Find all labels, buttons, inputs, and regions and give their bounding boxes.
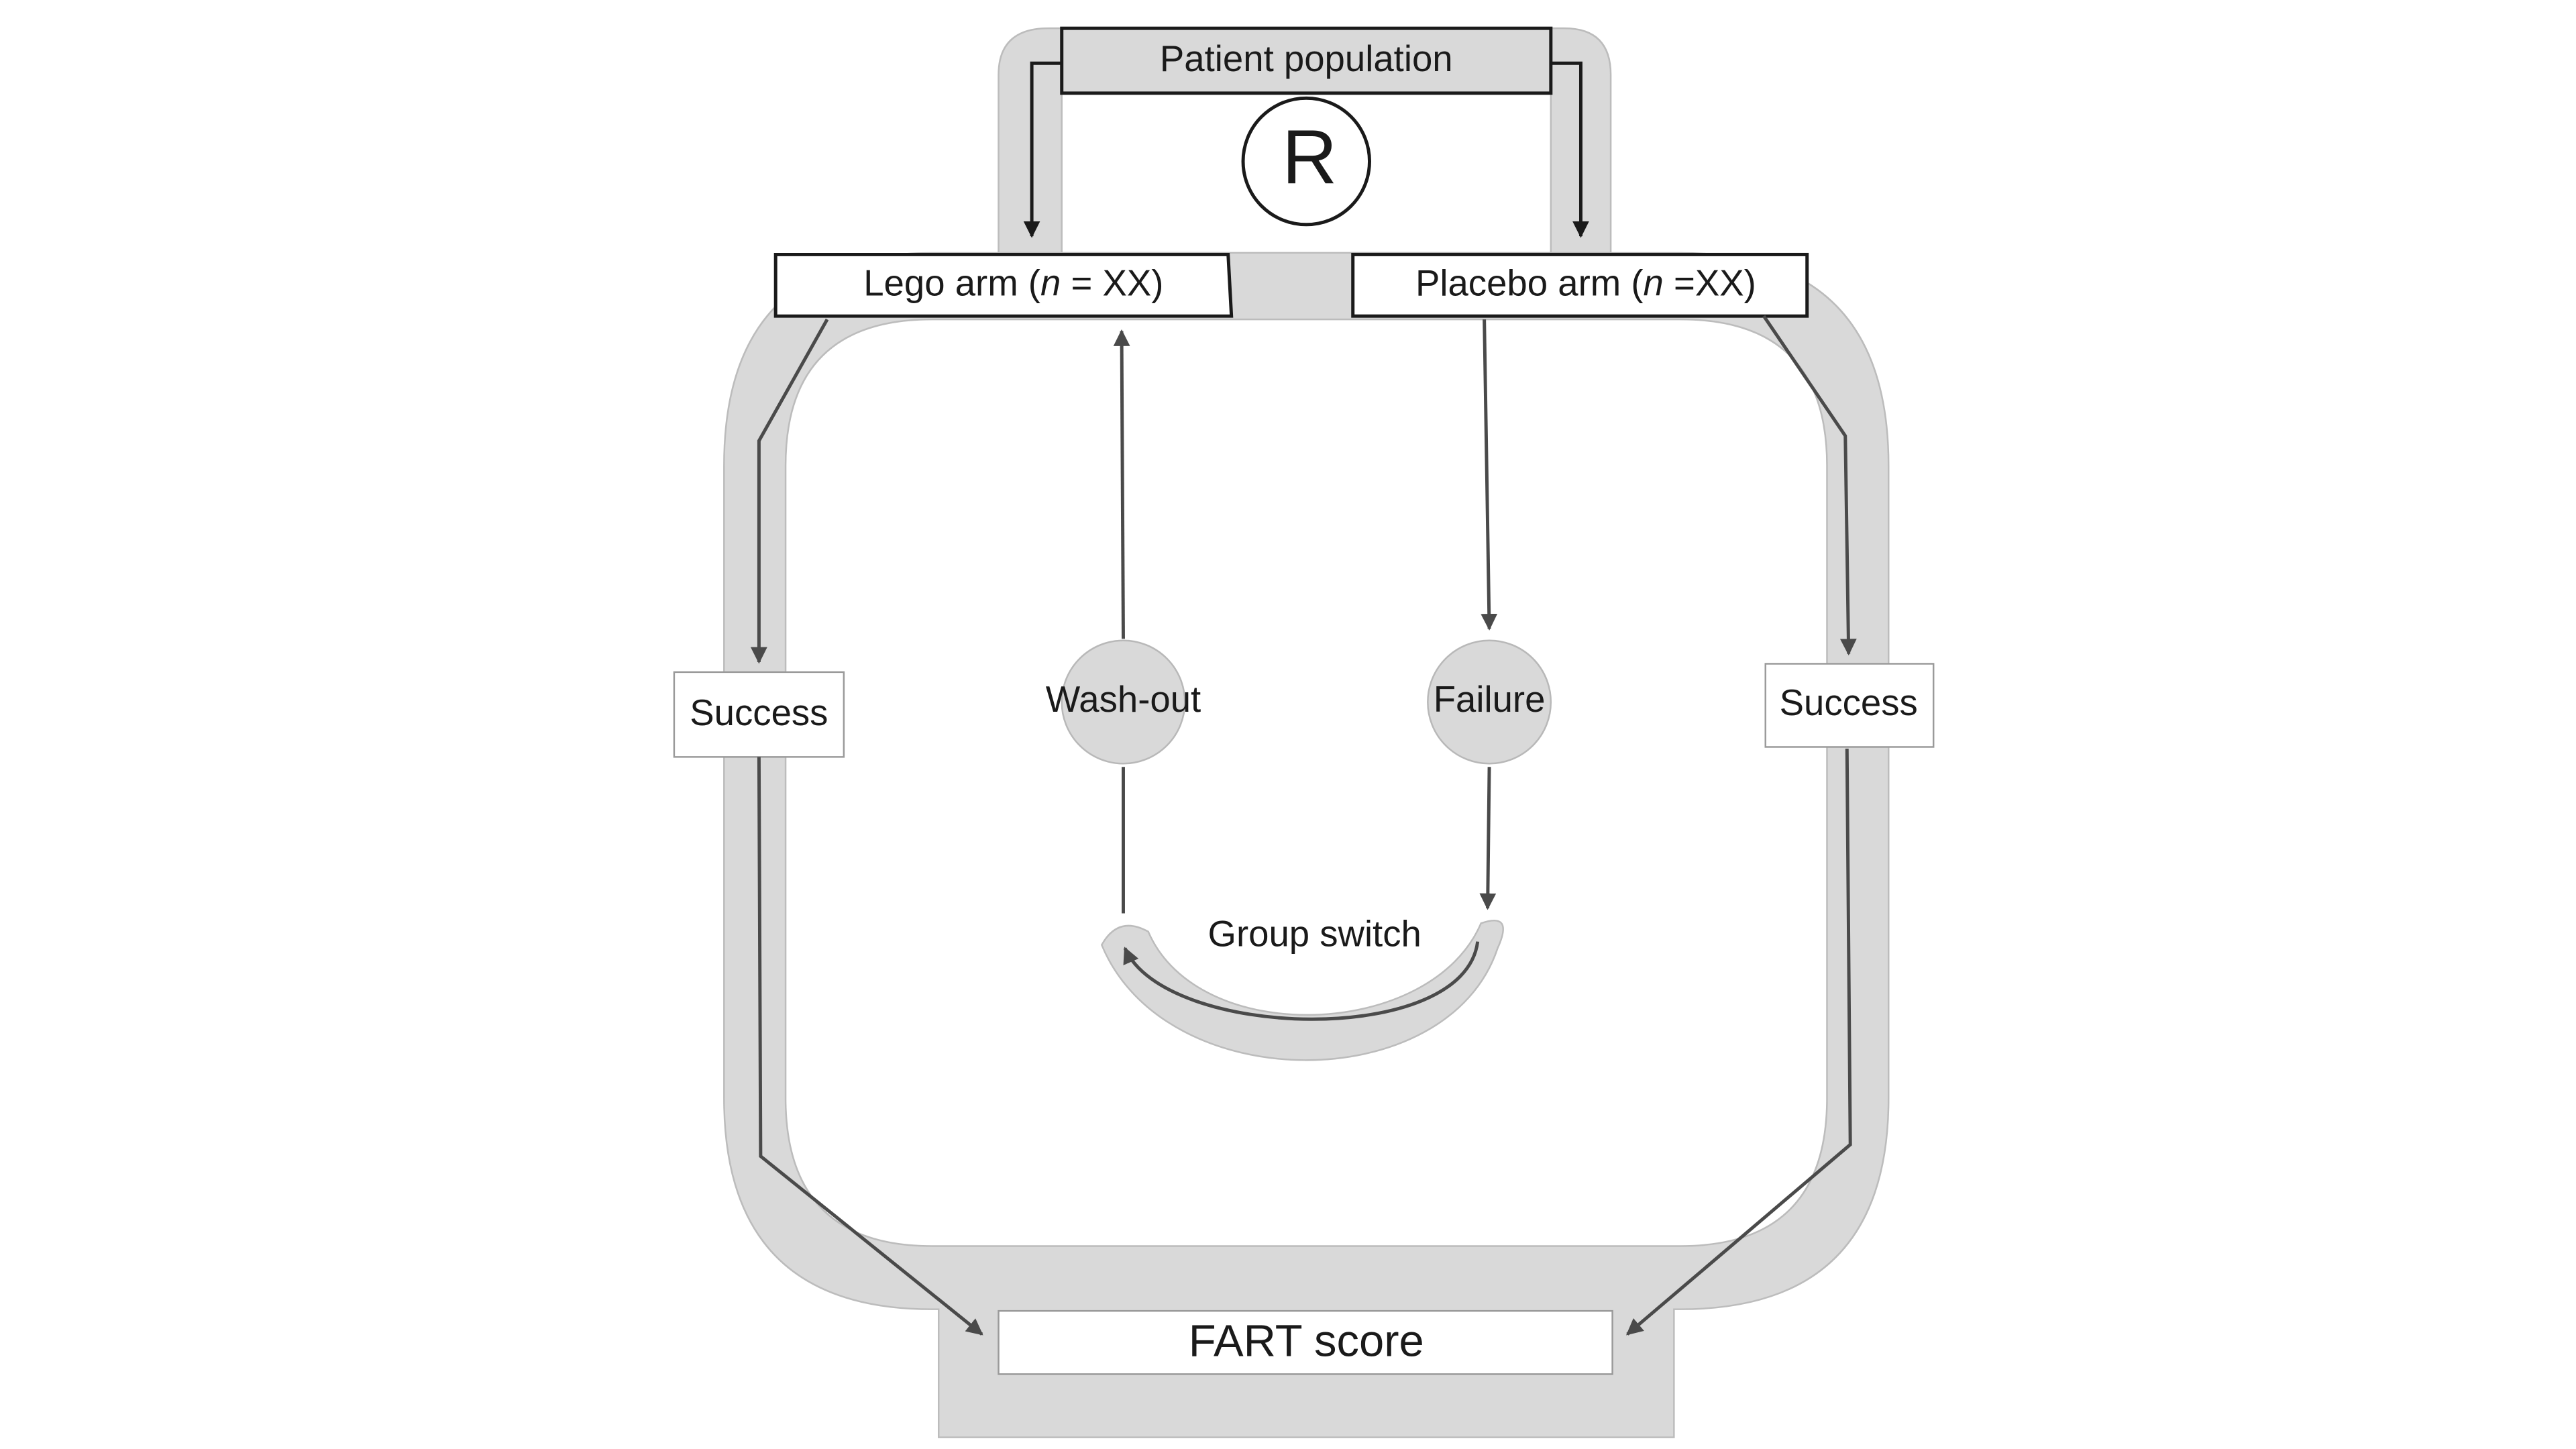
success-right-label: Success xyxy=(1780,682,1918,723)
placebo-arm-box xyxy=(1351,252,1809,318)
washout-label: Wash-out xyxy=(1046,679,1201,720)
placebo-arm-label-prefix: Placebo arm ( xyxy=(1415,263,1644,304)
group-switch-band xyxy=(1100,920,1504,1061)
group-switch-label: Group switch xyxy=(1208,914,1421,955)
arrow-lego-to-success xyxy=(750,318,829,664)
failure-node xyxy=(1427,639,1552,765)
arrow-to-placebo-arm xyxy=(1550,61,1589,238)
success-right-box xyxy=(1764,663,1935,748)
arrow-washout-to-lego-arm xyxy=(1113,329,1130,639)
randomization-circle xyxy=(1241,96,1371,227)
arrow-success-right-to-fart xyxy=(1626,748,1852,1336)
arrow-placebo-to-success xyxy=(1762,315,1857,656)
washout-node xyxy=(1061,639,1186,765)
arrow-success-left-to-fart xyxy=(757,757,983,1336)
success-left-box xyxy=(673,671,845,758)
arrow-placebo-to-failure xyxy=(1481,319,1498,631)
randomization-label: R xyxy=(1282,115,1337,200)
fart-score-label: FART score xyxy=(1189,1316,1424,1366)
lego-arm-box xyxy=(773,252,1234,318)
placebo-arm-label-n: n xyxy=(1644,263,1664,304)
placebo-arm-label-suffix: =XX) xyxy=(1664,263,1756,304)
success-left-label: Success xyxy=(690,692,828,733)
arrow-failure-to-group-switch xyxy=(1479,767,1497,910)
placebo-arm-label: Placebo arm (n =XX) xyxy=(1415,263,1756,304)
lego-arm-label-suffix: = XX) xyxy=(1061,263,1163,304)
lego-arm-label-n: n xyxy=(1040,263,1061,304)
fart-score-box xyxy=(998,1309,1613,1375)
patient-population-box xyxy=(1060,26,1553,95)
arrow-to-lego-arm xyxy=(1023,61,1062,238)
failure-label: Failure xyxy=(1434,679,1546,720)
group-switch-arrow xyxy=(1123,941,1480,1021)
lego-arm-label-prefix: Lego arm ( xyxy=(863,263,1040,304)
patient-population-label: Patient population xyxy=(1160,38,1453,79)
lego-arm-label: Lego arm (n = XX) xyxy=(863,263,1163,304)
